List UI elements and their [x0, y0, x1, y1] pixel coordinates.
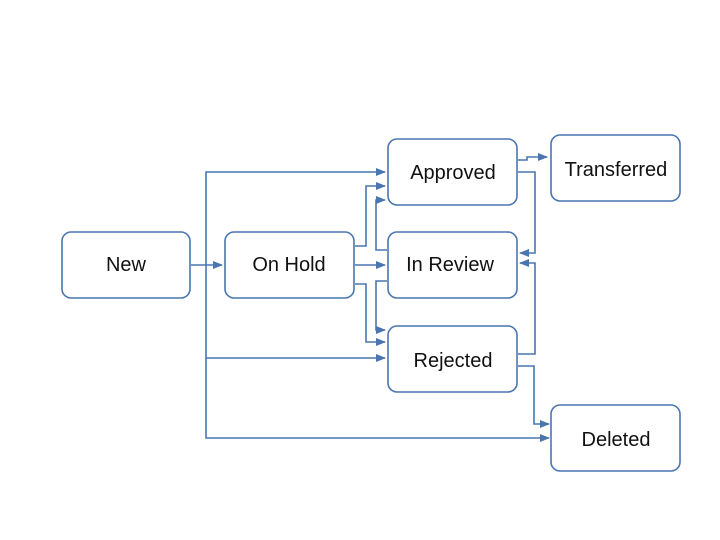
- node-deleted-box: [550, 404, 681, 472]
- node-new-box: [61, 231, 191, 299]
- node-transferred: Transferred: [550, 134, 681, 202]
- edge-rejected-to-in-review: [518, 259, 536, 355]
- node-rejected: Rejected: [387, 325, 518, 393]
- node-in-review: In Review: [387, 231, 518, 299]
- node-transferred-label: Transferred: [565, 159, 668, 181]
- node-on-hold-label: On Hold: [252, 254, 325, 276]
- node-rejected-label: Rejected: [414, 350, 493, 372]
- edge-rejected-to-deleted: [518, 365, 550, 428]
- edge-new-to-approved: [205, 168, 386, 265]
- node-on-hold: On Hold: [224, 231, 355, 299]
- edge-approved-to-transferred: [518, 153, 548, 161]
- node-on-hold-box: [224, 231, 355, 299]
- edge-in-review-to-rejected: [375, 280, 387, 334]
- edge-in-review-to-approved: [375, 196, 387, 251]
- node-new: New: [61, 231, 191, 299]
- node-in-review-label: In Review: [406, 254, 494, 276]
- node-deleted-label: Deleted: [582, 429, 651, 451]
- node-new-label: New: [106, 254, 147, 276]
- node-approved-box: [387, 138, 518, 206]
- edge-on-hold-to-rejected: [355, 283, 386, 346]
- node-approved-label: Approved: [410, 162, 496, 184]
- edge-approved-to-in-review: [518, 171, 536, 257]
- node-in-review-box: [387, 231, 518, 299]
- edge-on-hold-to-approved: [355, 182, 386, 247]
- node-rejected-box: [387, 325, 518, 393]
- edges: [191, 153, 550, 442]
- node-deleted: Deleted: [550, 404, 681, 472]
- node-transferred-box: [550, 134, 681, 202]
- node-approved: Approved: [387, 138, 518, 206]
- edge-new-to-deleted: [205, 358, 550, 442]
